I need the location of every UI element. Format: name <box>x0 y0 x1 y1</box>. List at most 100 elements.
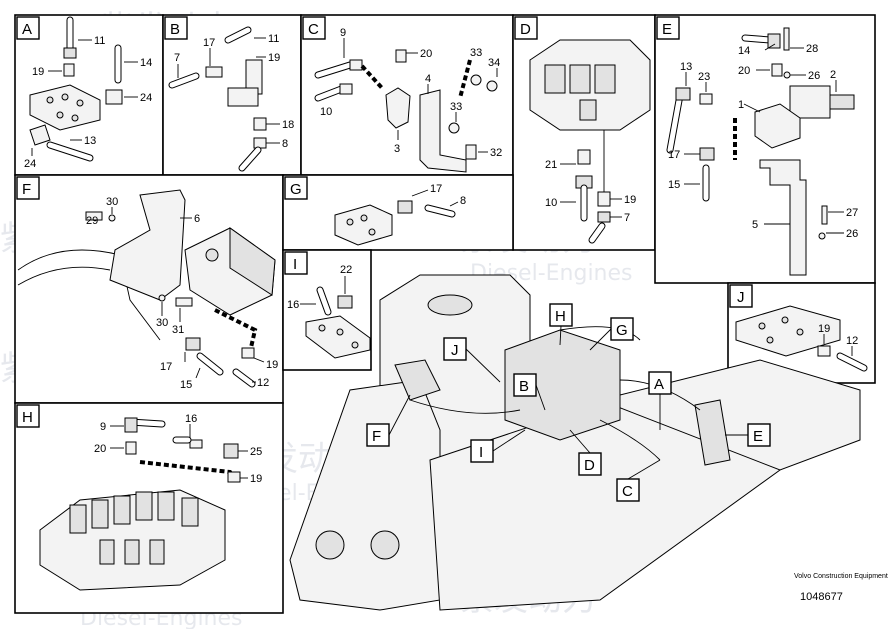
adapter-icon <box>205 66 223 78</box>
overview-label-g: G <box>616 322 628 339</box>
callout-3: 3 <box>394 143 400 155</box>
hose-icon <box>315 62 353 78</box>
leader-line <box>492 429 526 452</box>
callout-15: 15 <box>668 179 680 191</box>
elbow-fitting-icon <box>29 124 51 146</box>
pin-icon <box>370 530 400 560</box>
callout-19: 19 <box>250 473 262 485</box>
spool-icon <box>594 64 616 94</box>
callout-10: 10 <box>320 106 332 118</box>
port-icon <box>796 328 804 336</box>
callout-28: 28 <box>806 43 818 55</box>
valve-block-icon <box>754 103 801 149</box>
panel-d-label-box <box>514 16 538 40</box>
panel-b-label: B <box>170 21 180 38</box>
callout-7: 7 <box>624 212 630 224</box>
bolt-icon <box>783 27 790 51</box>
bolt-icon <box>465 144 477 160</box>
callout-23: 23 <box>698 71 710 83</box>
valve-block-icon <box>735 305 841 357</box>
callout-9: 9 <box>100 421 106 433</box>
solenoid-valve-icon <box>789 85 831 119</box>
elbow-fitting-icon <box>767 33 781 49</box>
hose-icon <box>239 147 261 171</box>
footer-drawing-number: 1048677 <box>800 591 843 603</box>
solenoid-coil-icon <box>829 94 855 110</box>
leader-line <box>743 103 761 113</box>
overview-label-c: C <box>622 483 633 500</box>
panel-i-label-box <box>284 251 308 275</box>
callout-19: 19 <box>266 359 278 371</box>
footer: Volvo Construction Equipment 1048677 <box>794 573 888 603</box>
washer-icon <box>448 122 460 134</box>
leader-line <box>465 348 501 383</box>
solenoid-valve-icon <box>694 399 731 466</box>
valve-block-icon <box>334 204 393 246</box>
leader-line <box>449 201 459 207</box>
hose-fitting-icon <box>339 83 353 95</box>
callout-24: 24 <box>140 92 152 104</box>
pipe-dashed-icon <box>214 308 258 353</box>
panel-g: G 17 8 <box>282 174 514 251</box>
callout-2: 2 <box>830 69 836 81</box>
callout-16: 16 <box>287 299 299 311</box>
elbow-fitting-icon <box>397 200 413 214</box>
panel-f-label: F <box>22 181 31 198</box>
panel-i-label: I <box>293 256 297 273</box>
boom-outline <box>17 266 111 286</box>
overview-label-d: D <box>584 457 595 474</box>
callout-4: 4 <box>425 73 431 85</box>
callout-19: 19 <box>32 66 44 78</box>
callout-16: 16 <box>185 413 197 425</box>
callout-12: 12 <box>846 335 858 347</box>
port-icon <box>61 93 69 101</box>
callout-25: 25 <box>250 446 262 458</box>
adapter-icon <box>817 345 831 357</box>
panel-c: C 9 20 33 34 4 10 33 3 32 <box>300 14 514 176</box>
adapter-icon <box>253 117 267 131</box>
callout-20: 20 <box>738 65 750 77</box>
panel-c-label-box <box>302 16 326 40</box>
panel-a: A 11 19 14 24 13 24 <box>14 14 164 176</box>
hose-fitting-icon <box>63 47 77 59</box>
callout-20: 20 <box>94 443 106 455</box>
elbow-fitting-icon <box>253 137 267 149</box>
hose-icon <box>197 353 223 375</box>
spool-icon <box>135 491 153 521</box>
washer-icon <box>470 74 482 86</box>
panel-g-label-box <box>284 176 308 200</box>
leader-line <box>764 43 776 51</box>
callout-24b: 24 <box>24 158 36 170</box>
panel-e-label: E <box>662 21 672 38</box>
panel-h-label: H <box>22 409 33 426</box>
solenoid-icon <box>124 539 140 565</box>
panel-f-label-box <box>16 176 40 200</box>
port-icon <box>318 324 326 332</box>
callout-8: 8 <box>282 138 288 150</box>
callout-31: 31 <box>172 324 184 336</box>
callout-30: 30 <box>106 196 118 208</box>
bolt-icon <box>821 205 828 225</box>
callout-26b: 26 <box>846 228 858 240</box>
hose-icon <box>425 205 455 217</box>
bolt-icon <box>85 211 103 221</box>
hose-fitting-icon <box>349 59 363 71</box>
elbow-fitting-icon <box>675 87 691 101</box>
elbow-fitting-icon <box>124 417 138 433</box>
panel-i: I 22 16 <box>282 249 372 371</box>
solenoid-icon <box>99 539 115 565</box>
adapter-icon <box>395 49 407 63</box>
panel-d-label: D <box>520 21 531 38</box>
adapter-icon <box>189 439 203 449</box>
adapter-icon <box>241 347 255 359</box>
callout-20: 20 <box>420 48 432 60</box>
hose-icon <box>169 73 199 88</box>
adapter-icon <box>227 471 241 483</box>
overview-label-h: H <box>555 308 566 325</box>
hose-icon <box>742 35 773 43</box>
port-icon <box>46 96 54 104</box>
hose-icon <box>233 369 255 387</box>
panel-f: F 29 30 6 30 31 17 15 19 12 <box>14 174 284 404</box>
port-icon <box>336 328 344 336</box>
